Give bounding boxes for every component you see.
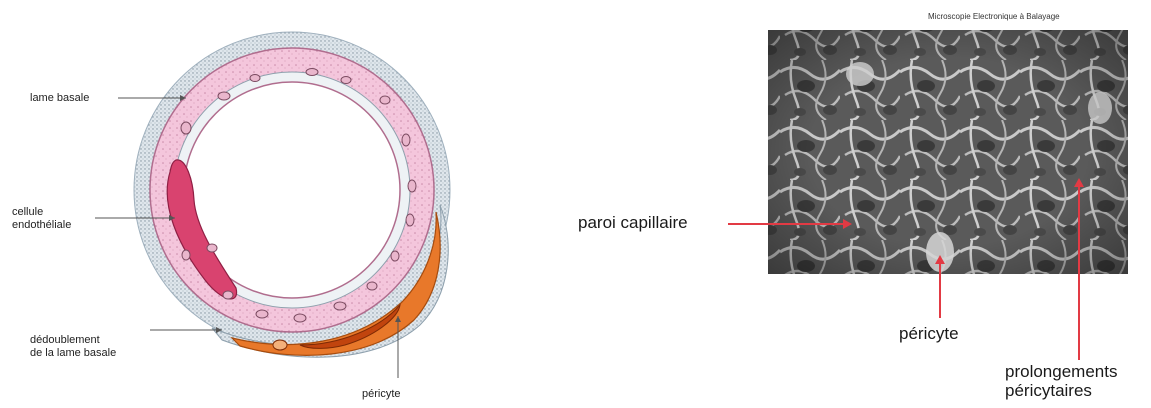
label-dedoublement-line2: de la lame basale	[30, 347, 116, 360]
label-pericyte-left: péricyte	[362, 388, 401, 401]
label-cellule-endotheliale: cellule endothéliale	[12, 206, 71, 232]
label-prolongements-line2: péricytaires	[1005, 381, 1117, 400]
label-lame-basale: lame basale	[30, 92, 89, 105]
label-dedoublement-line1: dédoublement	[30, 334, 116, 347]
micrograph-caption: Microscopie Electronique à Balayage	[928, 12, 1060, 21]
label-paroi-capillaire: paroi capillaire	[578, 213, 688, 233]
label-pericyte-right: péricyte	[899, 324, 959, 344]
label-prolongements-line1: prolongements	[1005, 362, 1117, 381]
label-prolongements: prolongements péricytaires	[1005, 362, 1117, 400]
label-cellule-line2: endothéliale	[12, 219, 71, 232]
label-cellule-line1: cellule	[12, 206, 71, 219]
sem-micrograph	[768, 30, 1128, 274]
label-dedoublement: dédoublement de la lame basale	[30, 334, 116, 360]
capillary-cross-section	[134, 32, 450, 357]
